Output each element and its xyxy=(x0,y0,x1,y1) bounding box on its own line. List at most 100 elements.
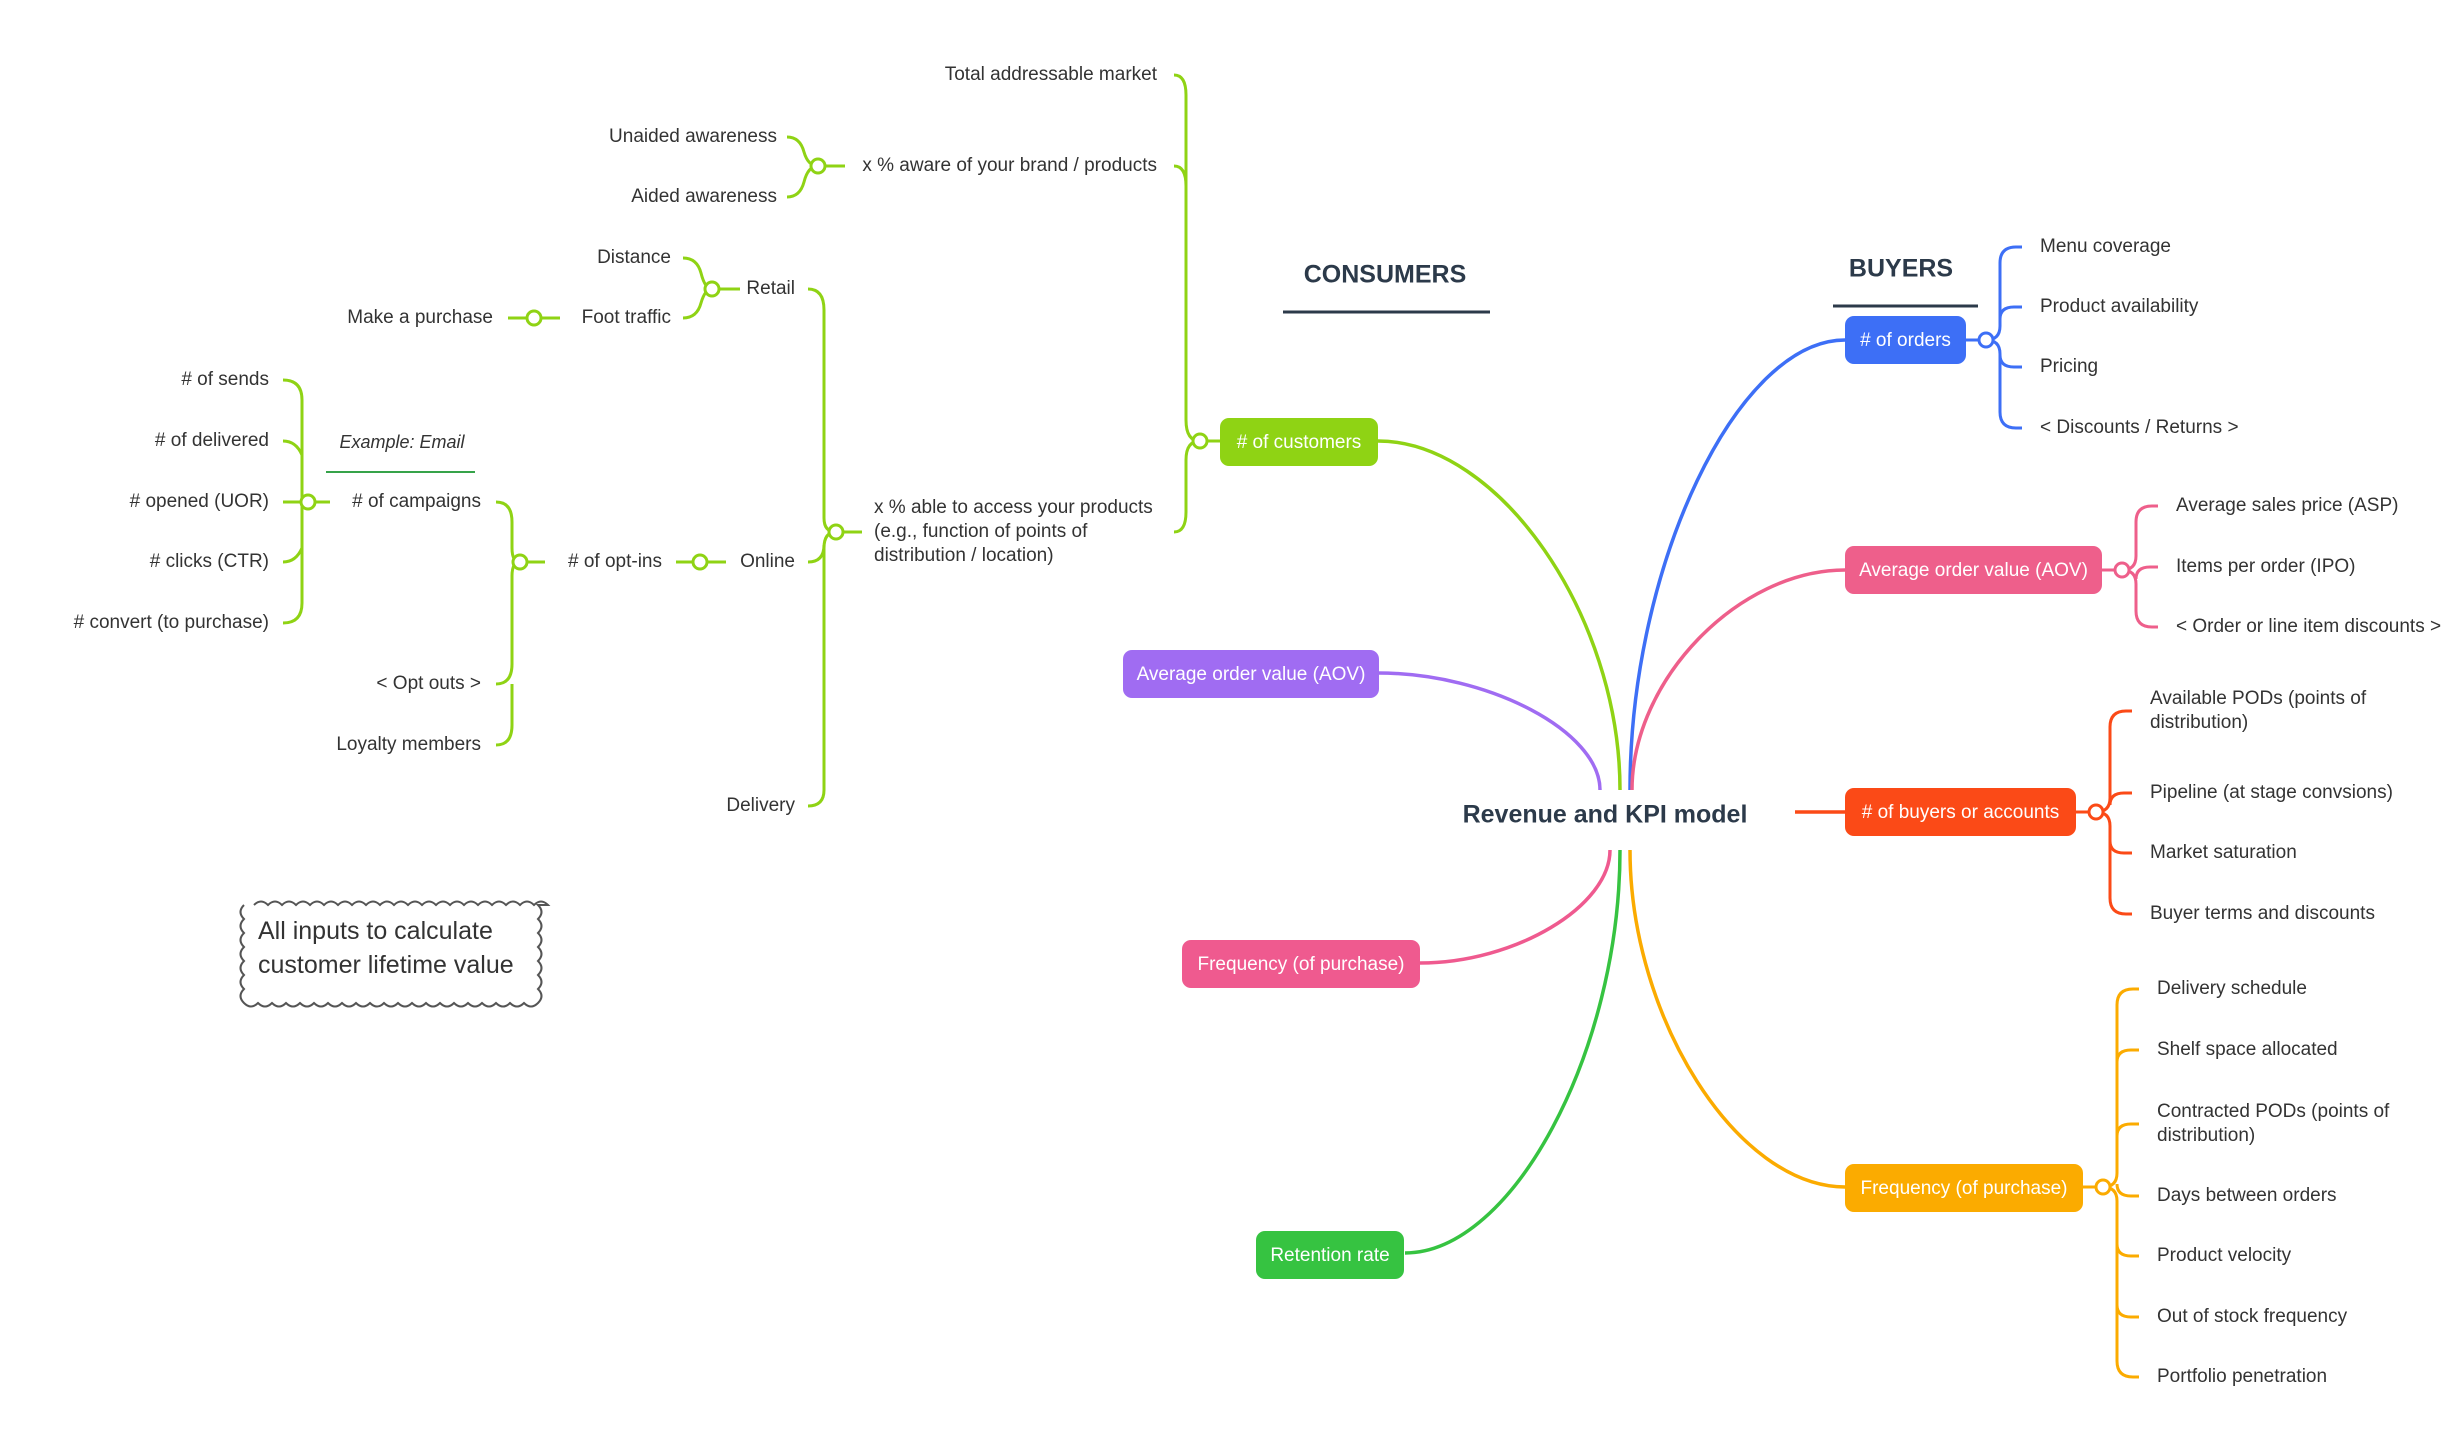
accounts-child-label: Pipeline (at stage convsions) xyxy=(2150,782,2393,803)
retail-toggle[interactable] xyxy=(703,280,721,298)
consumer-frequency-topic[interactable]: Frequency (of purchase) xyxy=(1182,940,1420,988)
branch-buyer-frequency xyxy=(1628,849,1846,1189)
buyer-frequency-child-label: Delivery schedule xyxy=(2157,978,2307,999)
buyer-frequency-child-label: Shelf space allocated xyxy=(2157,1039,2338,1060)
customers-bracket xyxy=(1173,73,1201,534)
buyer-aov-child-label: Items per order (IPO) xyxy=(2176,556,2356,577)
buyer-aov-topic-label: Average order value (AOV) xyxy=(1859,560,2088,581)
orders-topic[interactable]: # of orders xyxy=(1845,316,1966,364)
tam-label: Total addressable market xyxy=(945,64,1158,85)
online-toggle[interactable] xyxy=(691,553,709,571)
aided-label: Aided awareness xyxy=(631,186,777,207)
foot-traffic-label: Foot traffic xyxy=(582,307,671,328)
orders-bracket xyxy=(1985,245,2022,430)
topic-nodes: Revenue and KPI model CONSUMERS BUYERS # of… xyxy=(74,64,2441,1387)
retention-topic-label: Retention rate xyxy=(1270,1245,1389,1266)
buyer-frequency-child-label: Contracted PODs (points of xyxy=(2157,1101,2390,1122)
consumer-aov-topic[interactable]: Average order value (AOV) xyxy=(1123,650,1379,698)
campaign-metric-label: # of delivered xyxy=(155,430,269,451)
buyer-aov-toggle[interactable] xyxy=(2113,561,2131,579)
branch-customers xyxy=(1377,439,1622,791)
consumer-aov-topic-bg[interactable] xyxy=(1123,650,1379,698)
callout-line1: All inputs to calculate xyxy=(258,917,493,945)
example-label: Example: Email xyxy=(339,432,465,452)
customers-topic[interactable]: # of customers xyxy=(1220,418,1378,466)
orders-topic-label: # of orders xyxy=(1860,330,1951,351)
buyers-header: BUYERS xyxy=(1849,255,1953,283)
accounts-bracket xyxy=(2095,709,2132,916)
branch-retention xyxy=(1404,849,1622,1255)
customers-toggle[interactable] xyxy=(1191,432,1209,450)
accounts-child-label: Buyer terms and discounts xyxy=(2150,903,2375,924)
accounts-child-label: Available PODs (points of xyxy=(2150,688,2367,709)
buyer-frequency-child-label: Out of stock frequency xyxy=(2157,1306,2348,1327)
callout-border xyxy=(239,900,551,1008)
orders-child-label: Menu coverage xyxy=(2040,236,2171,257)
access-label: (e.g., function of points of xyxy=(874,521,1088,542)
orders-toggle[interactable] xyxy=(1977,331,1995,349)
accounts-child-label: Market saturation xyxy=(2150,842,2297,863)
accounts-topic[interactable]: # of buyers or accounts xyxy=(1845,788,2076,836)
buyer-aov-bracket xyxy=(2121,504,2158,629)
accounts-topic-bg[interactable] xyxy=(1845,788,2076,836)
access-bracket xyxy=(807,287,862,808)
campaign-metric-label: # of sends xyxy=(181,369,269,390)
buyer-frequency-toggle[interactable] xyxy=(2094,1178,2112,1196)
buyer-frequency-child-label: Portfolio penetration xyxy=(2157,1366,2327,1387)
campaigns-toggle[interactable] xyxy=(299,493,317,511)
campaign-metric-label: # opened (UOR) xyxy=(130,491,269,512)
make-purchase-label: Make a purchase xyxy=(347,307,493,328)
branch-orders xyxy=(1628,338,1846,791)
distance-label: Distance xyxy=(597,247,671,268)
consumers-header: CONSUMERS xyxy=(1304,261,1467,289)
opt-outs-label: < Opt outs > xyxy=(376,673,481,694)
buyer-frequency-child-label: Days between orders xyxy=(2157,1185,2337,1206)
buyer-aov-topic[interactable]: Average order value (AOV) xyxy=(1845,546,2102,594)
consumer-frequency-topic-bg[interactable] xyxy=(1182,940,1420,988)
callout-note[interactable]: All inputs to calculate customer lifetime… xyxy=(239,900,551,1008)
orders-child-label: Pricing xyxy=(2040,356,2098,377)
callout-line2: customer lifetime value xyxy=(258,951,514,979)
campaign-metric-label: # clicks (CTR) xyxy=(150,551,269,572)
accounts-topic-label: # of buyers or accounts xyxy=(1862,802,2060,823)
orders-child-label: < Discounts / Returns > xyxy=(2040,417,2239,438)
campaigns-label: # of campaigns xyxy=(352,491,481,512)
orders-child-label: Product availability xyxy=(2040,296,2199,317)
branch-buyer-aov xyxy=(1630,568,1846,791)
loyalty-label: Loyalty members xyxy=(336,734,481,755)
access-label: x % able to access your products xyxy=(874,497,1153,518)
consumer-frequency-topic-label: Frequency (of purchase) xyxy=(1198,954,1405,975)
opt-ins-toggle[interactable] xyxy=(511,553,529,571)
retail-label: Retail xyxy=(746,278,795,299)
central-topic[interactable]: Revenue and KPI model xyxy=(1463,801,1748,829)
accounts-toggle[interactable] xyxy=(2087,803,2105,821)
buyer-frequency-topic[interactable]: Frequency (of purchase) xyxy=(1845,1164,2083,1212)
opt-ins-bracket xyxy=(495,500,521,747)
branch-consumer-frequency xyxy=(1419,849,1612,965)
aware-label: x % aware of your brand / products xyxy=(862,155,1157,176)
buyer-frequency-topic-bg[interactable] xyxy=(1845,1164,2083,1212)
buyer-frequency-topic-label: Frequency (of purchase) xyxy=(1861,1178,2068,1199)
online-label: Online xyxy=(740,551,795,572)
buyer-aov-topic-bg[interactable] xyxy=(1845,546,2102,594)
campaign-metric-label: # convert (to purchase) xyxy=(74,612,269,633)
accounts-child-label: distribution) xyxy=(2150,712,2248,733)
retention-topic[interactable]: Retention rate xyxy=(1256,1231,1404,1279)
unaided-label: Unaided awareness xyxy=(609,126,777,147)
buyer-frequency-bracket xyxy=(2102,987,2139,1379)
buyer-aov-child-label: < Order or line item discounts > xyxy=(2176,616,2441,637)
foot-traffic-toggle[interactable] xyxy=(525,309,543,327)
delivery-label: Delivery xyxy=(726,795,795,816)
buyer-aov-child-label: Average sales price (ASP) xyxy=(2176,495,2398,516)
awareness-toggle[interactable] xyxy=(809,157,827,175)
orders-topic-bg[interactable] xyxy=(1845,316,1966,364)
buyer-frequency-child-label: Product velocity xyxy=(2157,1245,2292,1266)
consumer-aov-topic-label: Average order value (AOV) xyxy=(1137,664,1366,685)
customers-topic-bg[interactable] xyxy=(1220,418,1378,466)
access-toggle[interactable] xyxy=(827,523,845,541)
buyer-frequency-child-label: distribution) xyxy=(2157,1125,2255,1146)
retention-topic-bg[interactable] xyxy=(1256,1231,1404,1279)
access-label: distribution / location) xyxy=(874,545,1054,566)
branch-consumer-aov xyxy=(1377,671,1602,791)
